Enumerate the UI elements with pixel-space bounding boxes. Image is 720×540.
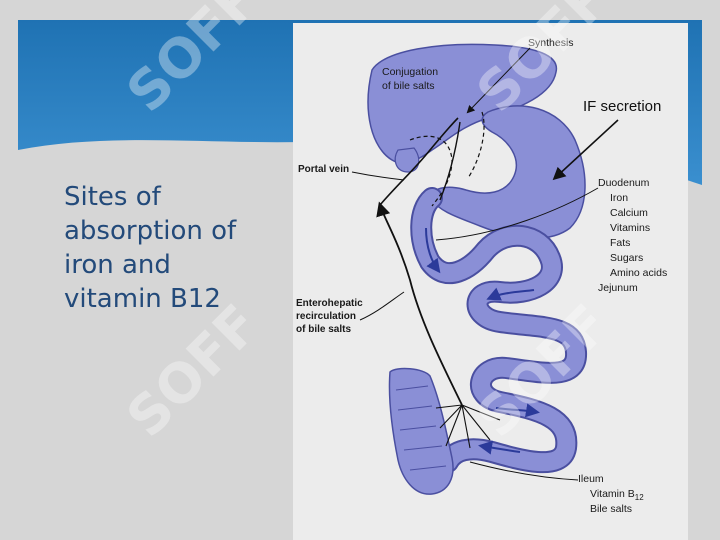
label-duodenum-item: Amino acids	[610, 267, 667, 279]
label-ileum: Ileum	[578, 473, 604, 485]
flow-arrow-duodenum	[425, 227, 441, 274]
leader-if	[552, 119, 619, 181]
watermark-text: SOFF	[115, 293, 272, 450]
title-line: iron and	[64, 250, 171, 280]
portal-vein-upper	[379, 117, 459, 206]
title-line: Sites of	[64, 182, 161, 212]
label-portal-vein: Portal vein	[298, 164, 349, 175]
leader-synthesis	[466, 47, 531, 114]
label-conjugation: Conjugation	[382, 66, 438, 78]
portal-vein-line	[376, 201, 463, 406]
label-synthesis: Synthesis	[528, 37, 574, 49]
mesenteric-veins	[435, 404, 501, 449]
label-duodenum-item: Sugars	[610, 252, 643, 264]
leader-duodenum	[435, 187, 599, 241]
label-enterohepatic: recirculation	[296, 311, 356, 322]
label-ileum-vitamin: Vitamin B12	[590, 488, 644, 502]
label-if-secretion: IF secretion	[583, 98, 661, 115]
flow-arrow-jejunum	[486, 287, 535, 301]
label-duodenum-item: Vitamins	[610, 222, 650, 234]
label-duodenum-item: Iron	[610, 192, 628, 204]
leader-portal	[351, 171, 405, 181]
flow-arrow-loop	[495, 403, 540, 418]
flow-arrow-ileum	[478, 440, 521, 455]
label-duodenum-item: Fats	[610, 237, 630, 249]
stomach-shape	[430, 105, 586, 239]
gallbladder-shape	[394, 147, 420, 173]
small-intestine-fill	[412, 189, 585, 472]
title-line: absorption of	[64, 216, 237, 246]
label-duodenum-item: Calcium	[610, 207, 648, 219]
colon-shape	[388, 367, 454, 495]
leader-enterohepatic	[359, 291, 405, 321]
bile-duct-dashed	[409, 135, 453, 207]
label-jejunum: Jejunum	[598, 282, 638, 294]
label-ileum-bile: Bile salts	[590, 503, 632, 515]
leader-ileum	[469, 461, 579, 481]
label-enterohepatic: Enterohepatic	[296, 298, 363, 309]
label-duodenum: Duodenum	[598, 177, 650, 189]
slide-title: Sites of absorption of iron and vitamin …	[64, 180, 284, 316]
label-conjugation: of bile salts	[382, 80, 435, 92]
colon-haustra	[395, 385, 447, 471]
title-line: vitamin B12	[64, 284, 221, 314]
label-enterohepatic: of bile salts	[296, 324, 351, 335]
watermark-text: SOFF	[115, 0, 272, 124]
